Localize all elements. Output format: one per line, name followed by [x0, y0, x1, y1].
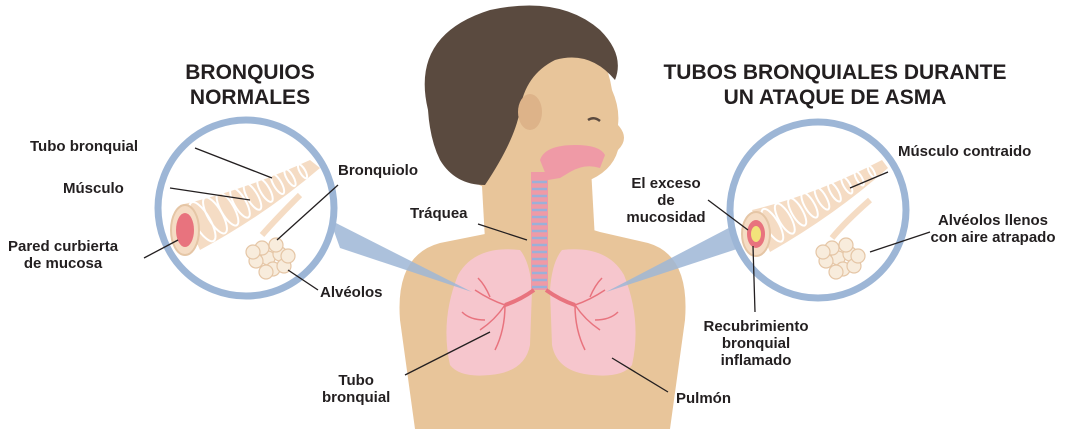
cartilage-ring — [256, 177, 274, 203]
hair — [424, 5, 618, 185]
bronchial-tree-right — [574, 277, 619, 351]
label-alveolos-llenos: Alvéolos llenos con aire atrapado — [930, 212, 1056, 246]
label-tubo-bronquial-center: Tubo bronquial — [322, 372, 391, 406]
cartilage-ring — [269, 172, 286, 195]
alveolus — [828, 264, 844, 280]
label-traquea: Tráquea — [410, 205, 468, 222]
alveolus — [258, 264, 274, 280]
cartilage-ring — [296, 163, 309, 180]
right-lung — [550, 249, 636, 376]
cartilage-ring — [800, 191, 819, 219]
cartilage-ring — [283, 168, 297, 188]
asthma-bronchus — [741, 160, 888, 280]
heading-normal: BRONQUIOS NORMALES — [185, 61, 315, 109]
alveolus — [245, 244, 261, 260]
nasal-cavity — [540, 145, 605, 180]
bronchial-tree-left — [461, 277, 506, 351]
label-musculo-contraido: Músculo contraido — [898, 143, 1032, 160]
label-recubrimiento-inflamado: Recubrimiento bronquial inflamado — [703, 318, 809, 369]
cartilage-ring — [215, 191, 240, 227]
label-pared: Pared curbierta de mucosa — [8, 238, 119, 272]
eye — [587, 117, 601, 122]
left-callout-wedge — [330, 220, 472, 292]
bronchi — [504, 288, 576, 307]
alveolus — [815, 244, 831, 260]
ear — [518, 94, 542, 130]
alveolus — [838, 237, 854, 253]
cartilage-ring — [773, 202, 796, 235]
label-exceso-mucosidad: El exceso de mucosidad — [626, 175, 706, 226]
label-tubo-bronquial-left: Tubo bronquial — [30, 138, 139, 155]
cartilage-ring — [813, 186, 831, 211]
label-musculo: Músculo — [63, 180, 124, 197]
cartilage-ring — [826, 181, 842, 203]
cartilage-ring — [840, 175, 854, 195]
normal-bronchus — [170, 160, 320, 280]
left-lung — [446, 249, 532, 376]
cartilage-ring — [787, 197, 808, 227]
alveolus — [280, 248, 296, 264]
label-pulmon: Pulmón — [676, 390, 731, 407]
right-callout-wedge — [606, 220, 744, 292]
alveolus — [268, 237, 284, 253]
label-bronquiolo: Bronquiolo — [338, 162, 418, 179]
trachea-rings — [532, 180, 547, 289]
heading-asthma: TUBOS BRONQUIALES DURANTE UN ATAQUE DE A… — [663, 61, 1007, 109]
label-alveolos: Alvéolos — [320, 284, 383, 301]
cartilage-ring — [853, 170, 865, 187]
leader-lines — [143, 147, 931, 393]
alveolus — [850, 248, 866, 264]
